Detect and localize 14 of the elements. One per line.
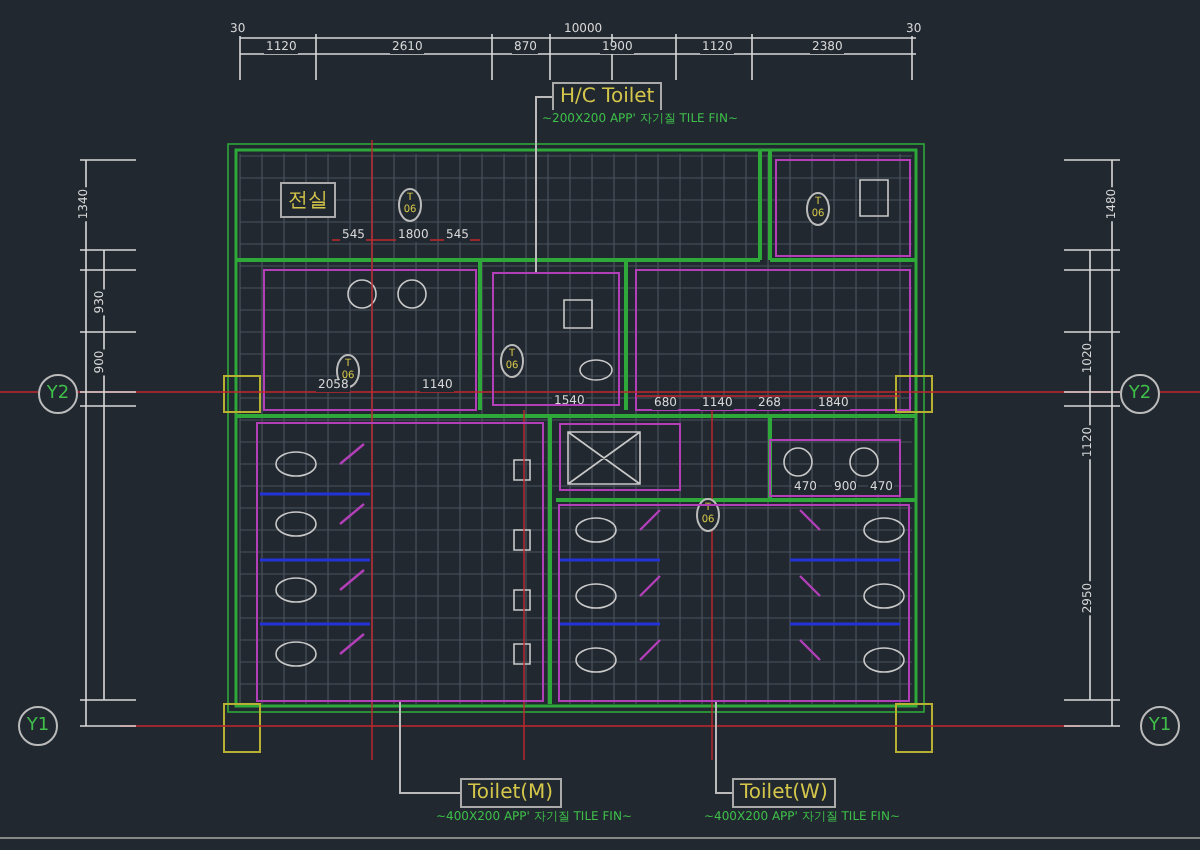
grid-axis-bubble: Y1 [18,706,58,746]
leader-line [715,701,733,794]
room-outline [256,422,544,702]
grid-axis-bubble: Y2 [1120,374,1160,414]
room-outline [492,272,620,406]
leader-line [399,701,461,794]
room-outline [558,504,910,702]
leader-line [535,96,553,273]
room-name-label: Toilet(M) [460,778,562,808]
grid-axis-bubble: Y1 [1140,706,1180,746]
room-name-label: H/C Toilet [552,82,663,112]
grid-axis-bubble: Y2 [38,374,78,414]
room-name-label: Toilet(W) [732,778,836,808]
room-name-label: 전실 [280,182,336,218]
